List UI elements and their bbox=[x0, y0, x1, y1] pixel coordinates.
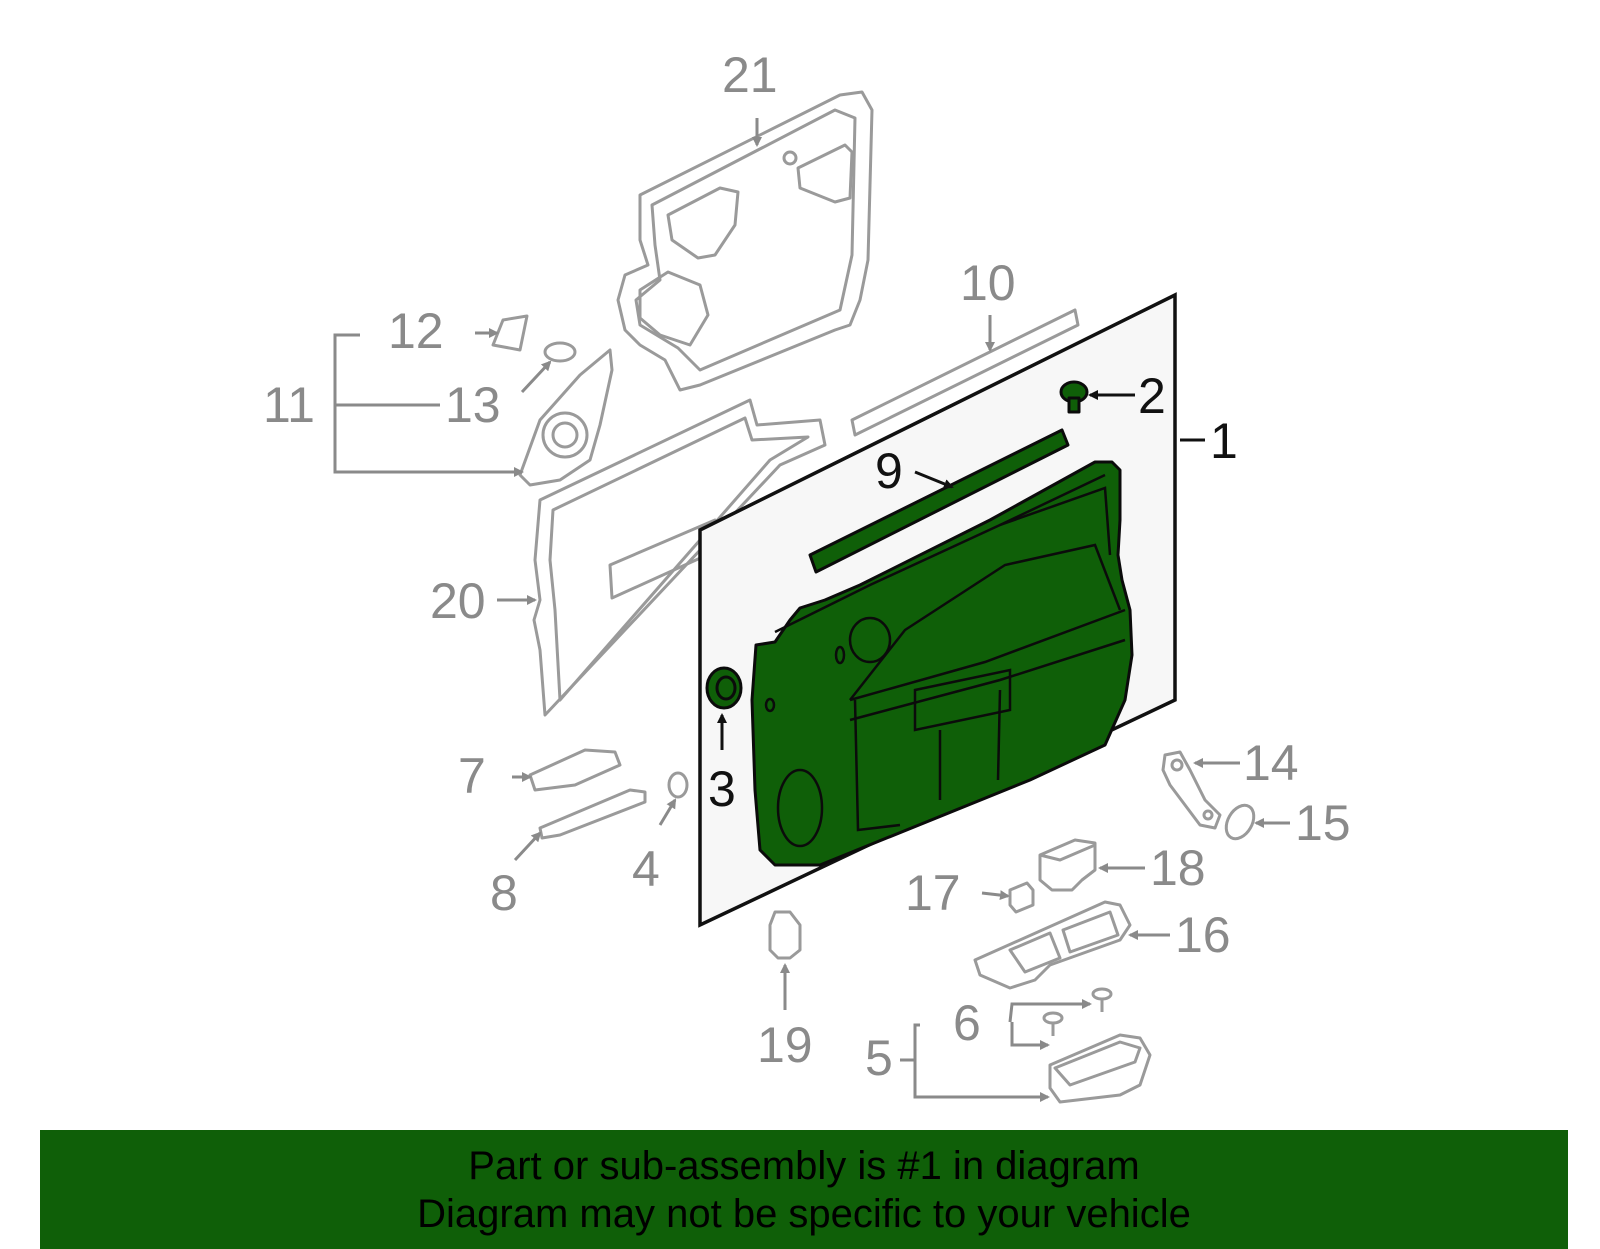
callout-12: 12 bbox=[388, 303, 444, 359]
part-17-shape bbox=[1008, 881, 1035, 914]
callout-18: 18 bbox=[1150, 840, 1206, 896]
part-11-shape bbox=[518, 348, 614, 487]
part-3-shape bbox=[705, 666, 743, 710]
part-5-shape bbox=[1048, 1033, 1152, 1104]
callout-13: 13 bbox=[445, 377, 501, 433]
callout-16: 16 bbox=[1175, 907, 1231, 963]
part-12-shape bbox=[491, 314, 529, 352]
part-4-shape bbox=[667, 771, 689, 799]
callout-14: 14 bbox=[1243, 735, 1299, 791]
callout-8: 8 bbox=[490, 865, 518, 921]
callout-5: 5 bbox=[865, 1030, 893, 1086]
part-2-shape bbox=[1059, 380, 1089, 414]
part-6-shape bbox=[1042, 987, 1113, 1036]
callout-20: 20 bbox=[430, 573, 486, 629]
parts-diagram: 1 2 3 4 5 6 7 8 9 10 11 12 13 14 15 16 1… bbox=[263, 47, 1351, 1104]
door-trim-panel bbox=[750, 460, 1134, 867]
callout-11: 11 bbox=[263, 377, 315, 433]
callout-2: 2 bbox=[1138, 368, 1166, 424]
part-18-shape bbox=[1038, 838, 1097, 892]
banner-line-1: Part or sub-assembly is #1 in diagram bbox=[468, 1144, 1140, 1188]
part-7-shape bbox=[528, 748, 622, 792]
part-10-shape bbox=[850, 308, 1080, 437]
part-14-shape bbox=[1161, 750, 1222, 830]
callout-3: 3 bbox=[708, 761, 736, 817]
part-19-shape bbox=[768, 910, 802, 960]
part-13-shape bbox=[543, 341, 577, 363]
part-15-shape bbox=[1224, 803, 1256, 841]
callout-21: 21 bbox=[722, 47, 778, 103]
leader-lines bbox=[333, 118, 1290, 1102]
part-21-shape bbox=[616, 90, 874, 392]
callout-10: 10 bbox=[960, 255, 1016, 311]
callout-15: 15 bbox=[1295, 795, 1351, 851]
part-16-shape bbox=[973, 900, 1132, 990]
callout-1: 1 bbox=[1210, 413, 1238, 469]
callout-17: 17 bbox=[905, 865, 961, 921]
part-8-shape bbox=[538, 788, 647, 840]
banner-line-2: Diagram may not be specific to your vehi… bbox=[417, 1192, 1191, 1236]
callout-9: 9 bbox=[875, 443, 903, 499]
info-banner: Part or sub-assembly is #1 in diagram Di… bbox=[40, 1130, 1568, 1249]
callout-6: 6 bbox=[953, 995, 981, 1051]
callout-7: 7 bbox=[458, 748, 486, 804]
callout-19: 19 bbox=[757, 1017, 813, 1073]
part-9-shape bbox=[808, 428, 1070, 574]
callout-4: 4 bbox=[632, 841, 660, 897]
